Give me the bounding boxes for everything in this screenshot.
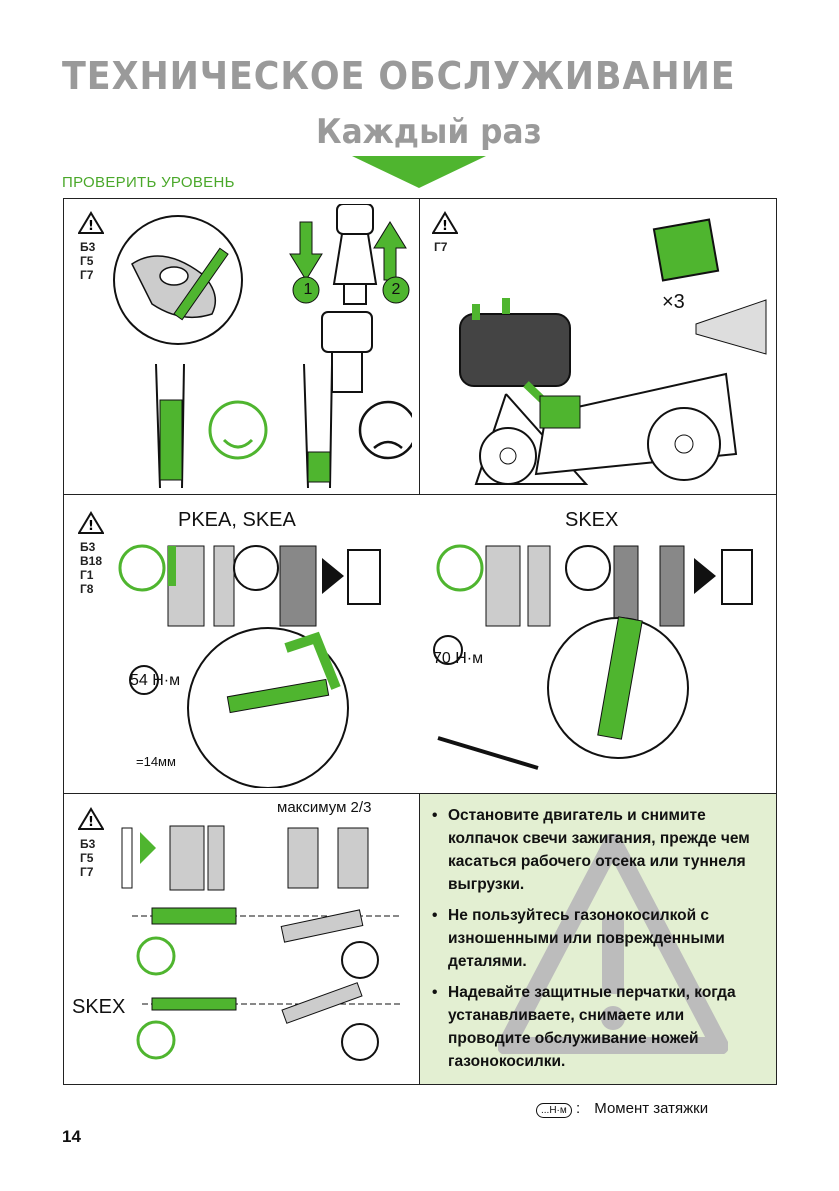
down-arrow-icon [352, 156, 486, 188]
grid-divider [419, 198, 420, 494]
svg-text:!: ! [88, 219, 94, 234]
model-label: SKEX [565, 509, 619, 531]
legend-separator: : [575, 1100, 581, 1117]
torque-legend: ...Н·м : Момент затяжки [536, 1100, 708, 1118]
safety-item: Надевайте защитные перчатки, когда устан… [432, 981, 764, 1073]
step-number: 1 [303, 281, 313, 298]
max-wear-label: максимум 2/3 [277, 799, 372, 816]
code-list: Г7 [434, 240, 448, 254]
blade-right-illustration [433, 544, 753, 770]
page-number: 14 [62, 1127, 81, 1146]
oil-check-illustration [113, 204, 412, 489]
svg-text:!: ! [88, 519, 94, 534]
safety-item: Не пользуйтесь газонокосилкой с изношенн… [432, 904, 764, 973]
grid-divider [63, 793, 777, 794]
warning-icon: ! [432, 211, 458, 234]
section-label: ПРОВЕРИТЬ УРОВЕНЬ [62, 174, 235, 191]
torque-value: 70 Н·м [433, 650, 484, 667]
warning-icon: ! [78, 807, 104, 830]
warning-icon: ! [78, 511, 104, 534]
instruction-grid [63, 198, 777, 1085]
wrench-size: =14мм [136, 754, 176, 769]
legend-text: Момент затяжки [594, 1100, 709, 1117]
model-label: PKEA, SKEA [178, 509, 296, 531]
svg-text:!: ! [88, 815, 94, 830]
safety-notes: Остановите двигатель и снимите колпачок … [420, 794, 776, 1084]
repeat-count: ×3 [662, 291, 685, 313]
blade-left-illustration [118, 544, 381, 788]
grid-divider [419, 793, 420, 1085]
page-title: ТЕХНИЧЕСКОЕ ОБСЛУЖИВАНИЕ [62, 54, 736, 98]
step-number: 2 [391, 281, 401, 298]
grid-divider [63, 494, 777, 495]
safety-item: Остановите двигатель и снимите колпачок … [432, 804, 764, 896]
air-filter-illustration [459, 218, 767, 485]
warning-icon: ! [78, 211, 104, 234]
safety-list: Остановите двигатель и снимите колпачок … [420, 794, 776, 1081]
torque-value: 54 Н·м [130, 672, 181, 689]
model-label: SKEX [72, 996, 126, 1018]
page-subtitle: Каждый раз [316, 112, 542, 152]
svg-text:!: ! [442, 219, 448, 234]
blade-balance-illustration [121, 825, 402, 1061]
torque-icon: ...Н·м [536, 1103, 572, 1118]
